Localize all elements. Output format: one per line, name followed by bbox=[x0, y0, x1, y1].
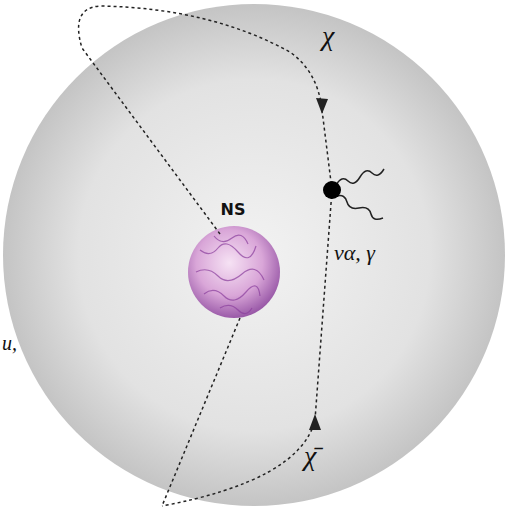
annihilation-point bbox=[323, 181, 341, 199]
neutron-star bbox=[188, 226, 280, 318]
symbol-label: να, γ bbox=[334, 240, 375, 266]
symbol-label: χ bbox=[322, 20, 334, 52]
star-node: NS bbox=[221, 200, 246, 219]
symbol-label: u, bbox=[2, 332, 17, 355]
trajectory bbox=[79, 6, 332, 506]
halo-sphere bbox=[3, 4, 505, 506]
photon-wave bbox=[336, 169, 384, 219]
symbol-label: χ̄ bbox=[304, 440, 316, 472]
node-label: NS bbox=[221, 200, 246, 219]
arrowhead bbox=[309, 414, 321, 430]
arrowhead bbox=[316, 98, 328, 114]
